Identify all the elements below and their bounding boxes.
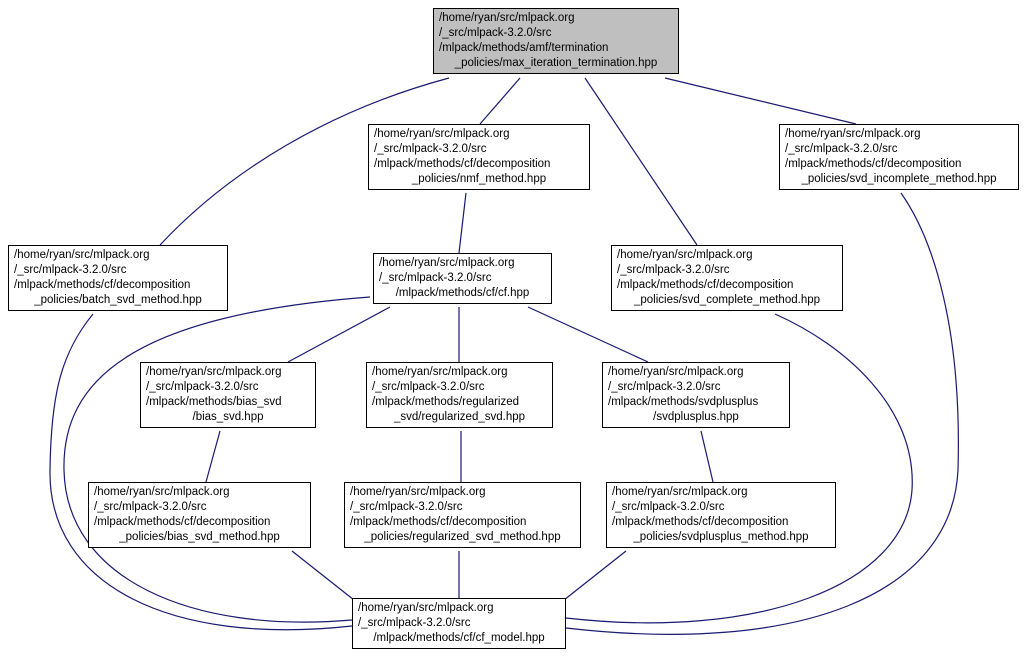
node-label-line: /_src/mlpack-3.2.0/src — [379, 272, 492, 284]
node-label-line: /home/ryan/src/mlpack.org — [358, 602, 494, 614]
graph-node-svdplusplus[interactable]: /home/ryan/src/mlpack.org /_src/mlpack-3.… — [602, 362, 790, 428]
node-label-line: /svdplusplus.hpp — [653, 411, 739, 423]
node-label-line: /home/ryan/src/mlpack.org — [374, 128, 510, 140]
graph-node-svdplusplus_method[interactable]: /home/ryan/src/mlpack.org /_src/mlpack-3.… — [606, 482, 836, 548]
edge-svd_incomplete_method-to-max_iteration_termination — [664, 77, 857, 125]
node-label-line: /_src/mlpack-3.2.0/src — [94, 501, 207, 513]
node-label-line: /home/ryan/src/mlpack.org — [372, 366, 508, 378]
node-label-line: /_src/mlpack-3.2.0/src — [350, 501, 463, 513]
node-label-line: /_src/mlpack-3.2.0/src — [14, 264, 127, 276]
edge-cf-to-nmf_method — [458, 192, 467, 254]
node-label-line: /_src/mlpack-3.2.0/src — [439, 27, 552, 39]
edge-cf_model-to-svd_incomplete_method — [565, 192, 959, 635]
node-label-line: /mlpack/methods/regularized — [372, 396, 520, 408]
graph-node-svd_complete_method[interactable]: /home/ryan/src/mlpack.org /_src/mlpack-3.… — [611, 245, 843, 311]
graph-node-cf_model[interactable]: /home/ryan/src/mlpack.org /_src/mlpack-3.… — [352, 598, 566, 649]
node-label-line: /mlpack/methods/cf/decomposition — [785, 158, 962, 170]
edge-cf_model-to-bias_svd_method — [291, 550, 355, 601]
node-label-line: _svd/regularized_svd.hpp — [393, 411, 526, 423]
node-label-line: /mlpack/methods/cf/decomposition — [612, 516, 789, 528]
edge-svdplusplus_method-to-svdplusplus — [700, 430, 714, 483]
edge-bias_svd_method-to-bias_svd — [205, 430, 221, 483]
edge-batch_svd_method-to-max_iteration_termination — [159, 77, 450, 246]
node-label-line: /_src/mlpack-3.2.0/src — [372, 381, 485, 393]
node-label-line: /_src/mlpack-3.2.0/src — [374, 143, 487, 155]
node-label-line: _policies/svd_complete_method.hpp — [633, 294, 821, 306]
graph-node-cf[interactable]: /home/ryan/src/mlpack.org /_src/mlpack-3.… — [373, 253, 552, 304]
node-label-line: /home/ryan/src/mlpack.org — [785, 128, 921, 140]
edge-cf_model-to-cf — [63, 296, 371, 623]
node-label-line: /home/ryan/src/mlpack.org — [379, 257, 515, 269]
edge-svdplusplus-to-cf — [527, 306, 649, 363]
node-label-line: /home/ryan/src/mlpack.org — [94, 486, 230, 498]
node-label-line: /home/ryan/src/mlpack.org — [146, 366, 282, 378]
graph-node-batch_svd_method[interactable]: /home/ryan/src/mlpack.org /_src/mlpack-3.… — [8, 245, 228, 311]
node-label-line: /mlpack/methods/bias_svd — [146, 396, 282, 408]
node-label-line: /_src/mlpack-3.2.0/src — [612, 501, 725, 513]
node-label-line: /_src/mlpack-3.2.0/src — [608, 381, 721, 393]
node-label-line: /home/ryan/src/mlpack.org — [612, 486, 748, 498]
graph-node-regularized_svd[interactable]: /home/ryan/src/mlpack.org /_src/mlpack-3.… — [366, 362, 553, 428]
node-label-line: /home/ryan/src/mlpack.org — [617, 249, 753, 261]
node-label-line: /home/ryan/src/mlpack.org — [350, 486, 486, 498]
node-label-line: /bias_svd.hpp — [192, 411, 264, 423]
edge-cf_model-to-batch_svd_method — [49, 313, 353, 631]
graph-node-bias_svd_method[interactable]: /home/ryan/src/mlpack.org /_src/mlpack-3.… — [88, 482, 311, 548]
node-label-line: /mlpack/methods/cf/decomposition — [350, 516, 527, 528]
node-label-line: /mlpack/methods/cf/decomposition — [94, 516, 271, 528]
edge-cf_model-to-svdplusplus_method — [563, 550, 627, 601]
node-label-line: /mlpack/methods/cf/decomposition — [617, 279, 794, 291]
node-label-line: _policies/svd_incomplete_method.hpp — [801, 173, 997, 185]
node-label-line: _policies/nmf_method.hpp — [411, 173, 547, 185]
node-label-line: /mlpack/methods/cf/decomposition — [374, 158, 551, 170]
graph-node-nmf_method[interactable]: /home/ryan/src/mlpack.org /_src/mlpack-3.… — [368, 124, 590, 190]
edge-bias_svd-to-cf — [287, 306, 391, 363]
edge-svd_complete_method-to-max_iteration_termination — [584, 77, 698, 246]
node-label-line: _policies/batch_svd_method.hpp — [34, 294, 202, 306]
node-label-line: _policies/regularized_svd_method.hpp — [364, 531, 561, 543]
graph-node-bias_svd[interactable]: /home/ryan/src/mlpack.org /_src/mlpack-3.… — [140, 362, 316, 428]
node-label-line: /mlpack/methods/cf/cf.hpp — [395, 287, 530, 299]
node-label-line: /mlpack/methods/amf/termination — [439, 42, 609, 54]
node-label-line: _policies/max_iteration_termination.hpp — [454, 57, 658, 69]
node-label-line: /_src/mlpack-3.2.0/src — [146, 381, 259, 393]
node-label-line: /_src/mlpack-3.2.0/src — [358, 617, 471, 629]
node-label-line: /mlpack/methods/cf/decomposition — [14, 279, 191, 291]
node-label-line: /_src/mlpack-3.2.0/src — [617, 264, 730, 276]
edge-cf_model-to-svd_complete_method — [565, 313, 913, 624]
node-label-line: /mlpack/methods/cf/cf_model.hpp — [373, 632, 545, 644]
graph-node-regularized_svd_method[interactable]: /home/ryan/src/mlpack.org /_src/mlpack-3.… — [344, 482, 581, 548]
edge-nmf_method-to-max_iteration_termination — [479, 77, 521, 125]
graph-node-svd_incomplete_method[interactable]: /home/ryan/src/mlpack.org /_src/mlpack-3.… — [779, 124, 1019, 190]
node-label-line: /home/ryan/src/mlpack.org — [608, 366, 744, 378]
node-label-line: /home/ryan/src/mlpack.org — [14, 249, 150, 261]
node-label-line: _policies/svdplusplus_method.hpp — [633, 531, 809, 543]
node-label-line: _policies/bias_svd_method.hpp — [119, 531, 280, 543]
node-label-line: /mlpack/methods/svdplusplus — [608, 396, 759, 408]
node-label-line: /home/ryan/src/mlpack.org — [439, 12, 575, 24]
graph-node-max_iteration_termination: /home/ryan/src/mlpack.org /_src/mlpack-3.… — [433, 8, 679, 74]
node-label-line: /_src/mlpack-3.2.0/src — [785, 143, 898, 155]
